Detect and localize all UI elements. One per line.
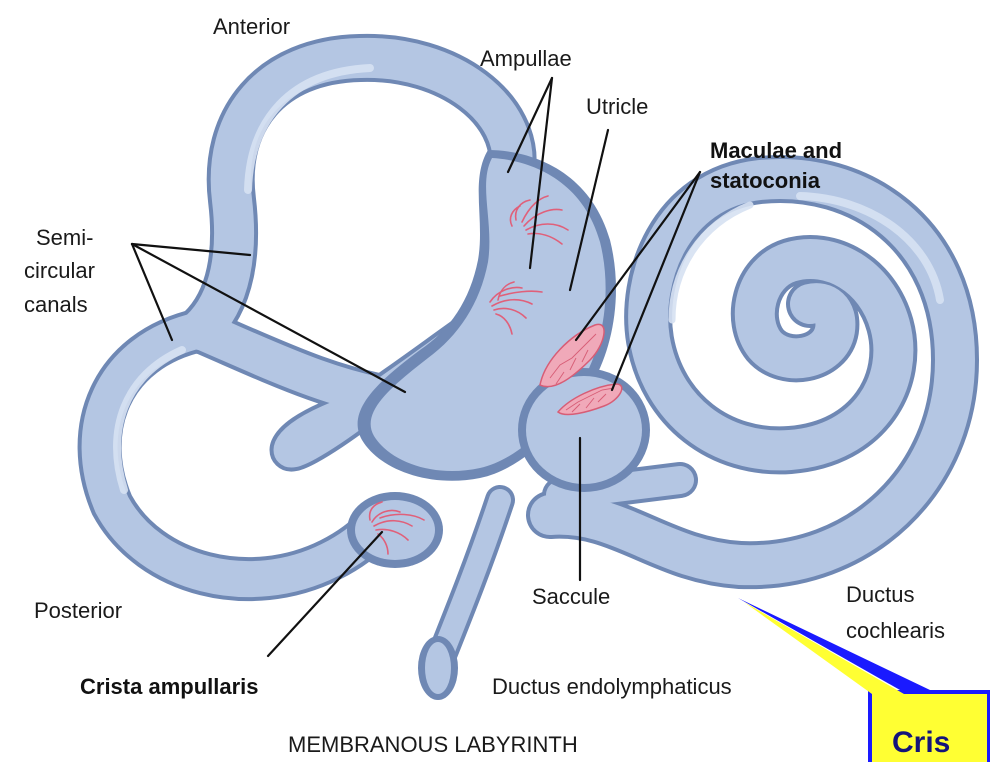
label-ductus-endolymphaticus: Ductus endolymphaticus [492,674,732,699]
label-maculae-line2: statoconia [710,168,821,193]
label-anterior: Anterior [213,14,290,39]
label-ductus-cochlearis-line1: Ductus [846,582,914,607]
label-semi-line2: circular [24,258,95,283]
label-semi-line3: canals [24,292,88,317]
label-utricle: Utricle [586,94,648,119]
label-saccule: Saccule [532,584,610,609]
vestibule [347,150,650,700]
label-maculae-line1: Maculae and [710,138,842,163]
label-ductus-cochlearis-line2: cochlearis [846,618,945,643]
label-crista-ampullaris: Crista ampullaris [80,674,259,699]
label-semi-line1: Semi- [36,225,93,250]
callout-text: Cris [892,726,950,759]
caption: MEMBRANOUS LABYRINTH [288,732,578,757]
label-ampullae: Ampullae [480,46,572,71]
label-posterior: Posterior [34,598,122,623]
